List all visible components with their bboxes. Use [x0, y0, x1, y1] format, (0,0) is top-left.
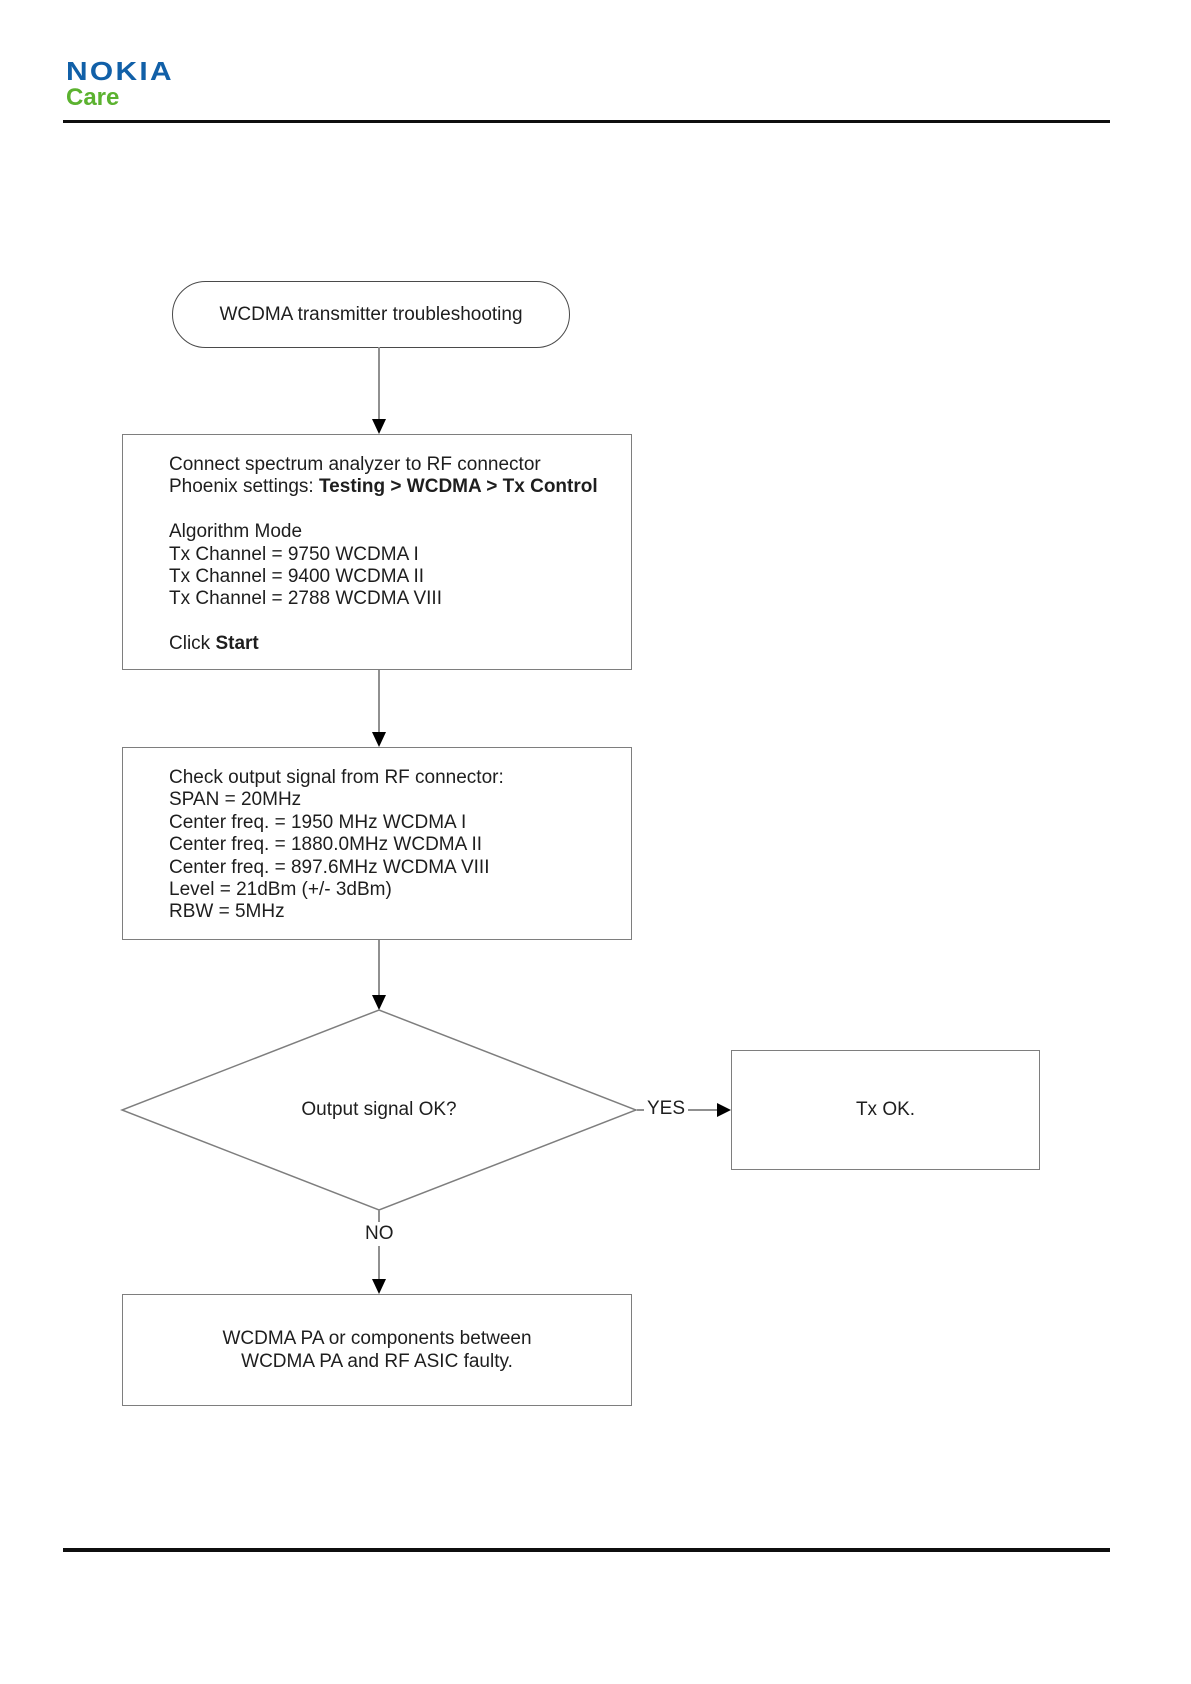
- arrowhead-down-3: [372, 995, 386, 1010]
- setup-connect-line: Connect spectrum analyzer to RF connecto…: [169, 454, 541, 475]
- check-line: Center freq. = 1950 MHz WCDMA I: [169, 811, 467, 833]
- nokia-care-logo: NOKIA Care: [66, 57, 172, 112]
- setup-algorithm-line: Algorithm Mode: [169, 521, 303, 543]
- check-line: Level = 21dBm (+/- 3dBm): [169, 879, 392, 901]
- start-terminator: WCDMA transmitter troubleshooting: [172, 281, 570, 348]
- check-line: SPAN = 20MHz: [169, 789, 302, 811]
- setup-tx-channel-1: Tx Channel = 9750 WCDMA I: [169, 543, 419, 565]
- setup-phoenix-line: Phoenix settings: Testing > WCDMA > Tx C…: [169, 476, 598, 498]
- connector-line-2: [378, 670, 380, 734]
- start-terminator-label: WCDMA transmitter troubleshooting: [219, 303, 523, 325]
- fault-line-2: WCDMA PA and RF ASIC faulty.: [241, 1351, 513, 1372]
- setup-process-box: Connect spectrum analyzer to RF connecto…: [122, 434, 632, 670]
- decision-label-wrap: Output signal OK?: [120, 1008, 638, 1212]
- spacer: [169, 499, 621, 521]
- phoenix-menu-path: Testing > WCDMA > Tx Control: [318, 476, 598, 498]
- arrowhead-right-yes: [717, 1103, 731, 1117]
- fault-line-1: WCDMA PA or components between: [222, 1328, 532, 1349]
- check-process-box: Check output signal from RF connector: S…: [122, 747, 632, 940]
- setup-click-line: Click Start: [169, 633, 259, 655]
- arrowhead-down-1: [372, 419, 386, 434]
- connector-line-3: [378, 940, 380, 998]
- no-label: NO: [362, 1222, 397, 1246]
- nokia-logo: NOKIA: [66, 56, 174, 86]
- check-line: Center freq. = 897.6MHz WCDMA VIII: [169, 856, 490, 878]
- spacer: [169, 611, 621, 633]
- no-connector-line: [378, 1210, 380, 1282]
- arrowhead-down-2: [372, 732, 386, 747]
- tx-ok-label: Tx OK.: [855, 1099, 916, 1120]
- check-line: RBW = 5MHz: [169, 901, 285, 923]
- check-line: Center freq. = 1880.0MHz WCDMA II: [169, 834, 483, 856]
- setup-process-text: Connect spectrum analyzer to RF connecto…: [169, 454, 621, 656]
- yes-label: YES: [644, 1097, 689, 1121]
- header-rule: [63, 120, 1110, 123]
- fault-result-box: WCDMA PA or components between WCDMA PA …: [122, 1294, 632, 1406]
- care-label: Care: [66, 84, 120, 112]
- arrowhead-down-no: [372, 1279, 386, 1294]
- setup-tx-channel-3: Tx Channel = 2788 WCDMA VIII: [169, 588, 442, 610]
- connector-line-1: [378, 347, 380, 421]
- setup-tx-channel-2: Tx Channel = 9400 WCDMA II: [169, 566, 425, 588]
- check-line: Check output signal from RF connector:: [169, 767, 504, 788]
- check-process-text: Check output signal from RF connector: S…: [169, 767, 621, 924]
- footer-rule: [63, 1548, 1110, 1552]
- tx-ok-box: Tx OK.: [731, 1050, 1040, 1170]
- start-action-label: Start: [215, 633, 259, 655]
- decision-label: Output signal OK?: [301, 1099, 457, 1120]
